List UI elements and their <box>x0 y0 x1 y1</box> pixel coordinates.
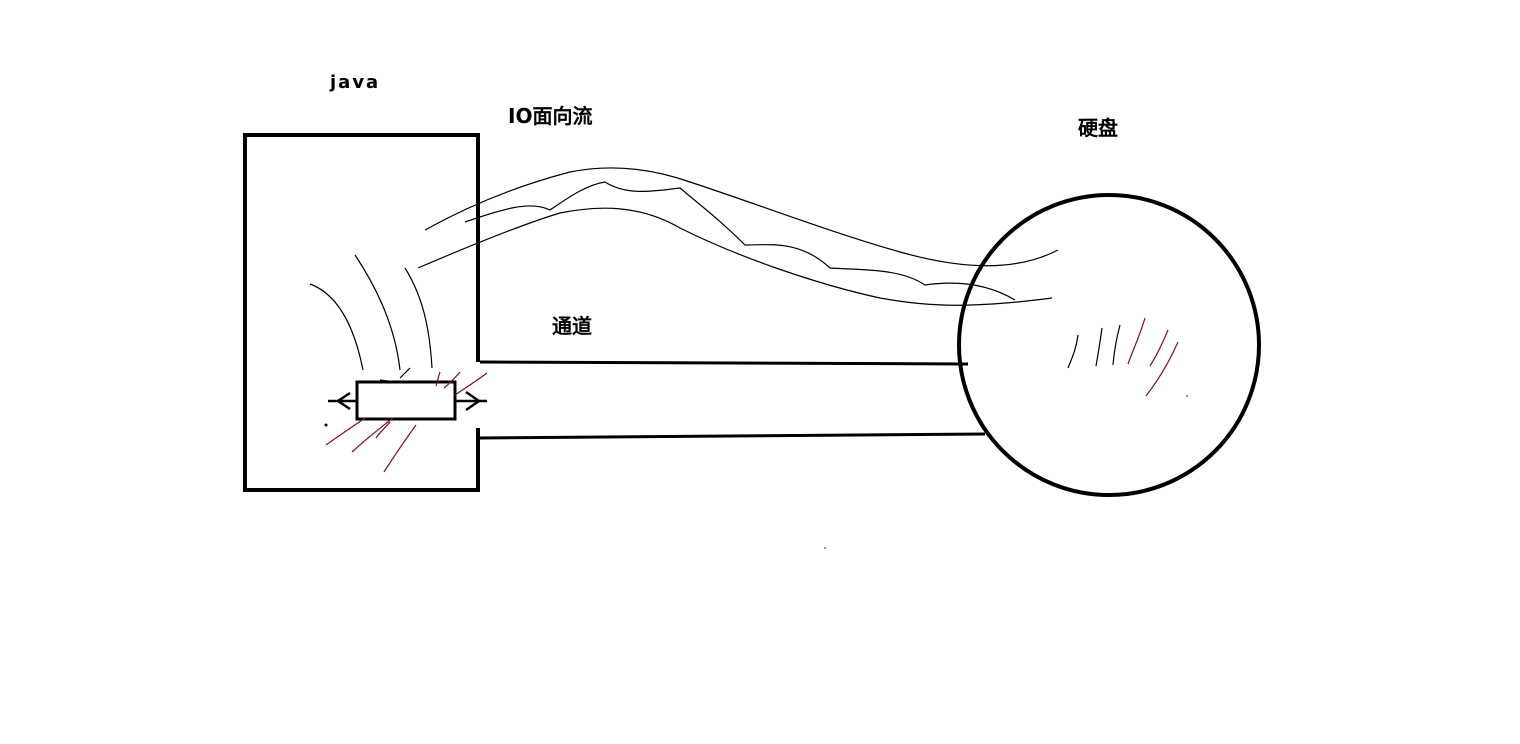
java-box <box>243 133 480 492</box>
stray-dot <box>324 423 328 427</box>
stray-dot <box>824 547 826 549</box>
channel-label: 通道 <box>552 314 592 338</box>
bidirectional-arrow-icon <box>328 390 487 412</box>
disk-label: 硬盘 <box>1078 116 1118 140</box>
io-stream-lines <box>417 167 1059 306</box>
buffer-box <box>355 380 457 421</box>
stray-dot <box>1186 395 1188 397</box>
io-stream-label: IO面向流 <box>508 104 593 128</box>
channel-pipe <box>479 360 986 440</box>
java-buffer-strokes <box>325 371 488 473</box>
disk-data-strokes <box>1067 317 1179 397</box>
java-label: java <box>330 72 381 93</box>
disk-circle <box>957 193 1261 497</box>
java-data-strokes <box>309 254 433 383</box>
